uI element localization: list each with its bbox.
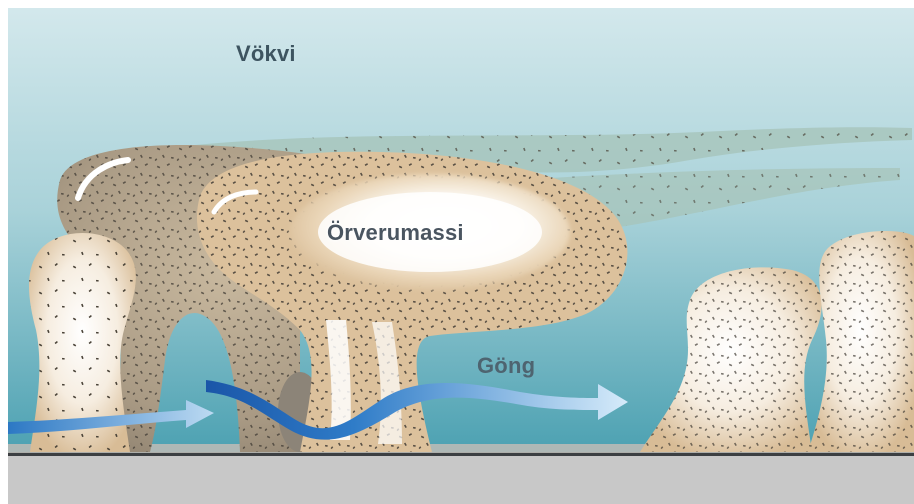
substrate-surface — [8, 455, 914, 504]
microbial-mass-label: Örverumassi — [327, 220, 464, 246]
channel-label: Göng — [477, 353, 535, 379]
water-label: Vökvi — [236, 41, 296, 67]
